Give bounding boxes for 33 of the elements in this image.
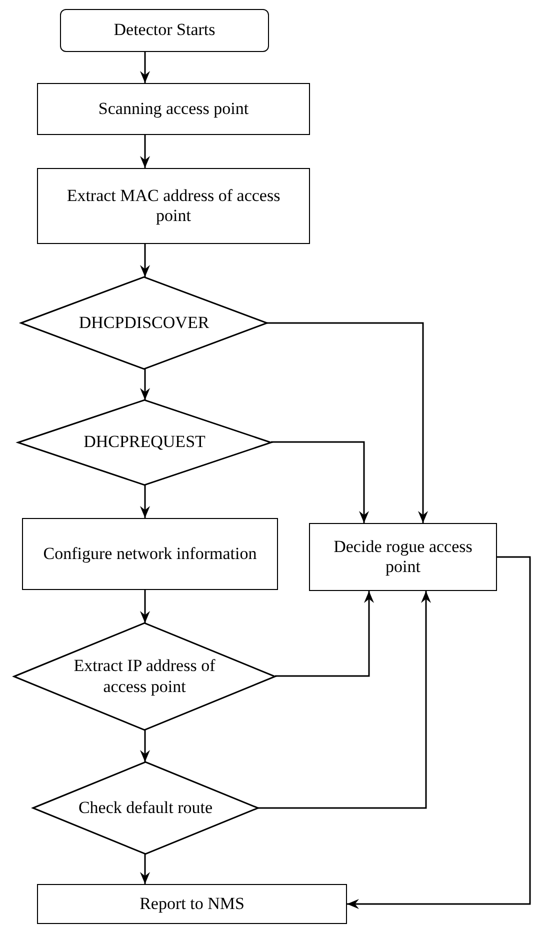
process-box [309, 523, 497, 591]
decision-diamond [33, 762, 258, 854]
arrow [140, 369, 150, 400]
node-label: Report to NMS [140, 894, 244, 914]
node-label: Configure network information [43, 544, 257, 564]
node-label: Scanning access point [98, 98, 249, 120]
node-label: Check default route [78, 798, 213, 818]
process-box [37, 83, 310, 135]
decision-diamond [18, 400, 271, 485]
arrow [140, 244, 150, 277]
decision-diamond [14, 623, 275, 730]
arrow [140, 52, 150, 83]
arrow [347, 556, 531, 909]
node-label: DHCPDISCOVER [78, 312, 210, 334]
node-label: Extract IP address of access point [72, 656, 216, 697]
node-label: Detector Starts [114, 20, 216, 41]
node-label: Decide rogue access point [332, 536, 474, 578]
arrow [140, 854, 150, 884]
start-terminal [60, 9, 269, 52]
arrow [140, 135, 150, 168]
arrow [275, 591, 374, 677]
process-box [37, 168, 310, 244]
node-label: DHCPREQUEST [84, 432, 206, 453]
node-label: Extract MAC address of access point [66, 186, 282, 226]
arrow [140, 590, 150, 623]
decision-diamond [21, 277, 267, 369]
arrow [140, 730, 150, 762]
process-box [37, 884, 347, 924]
arrow [258, 591, 431, 809]
process-box [22, 518, 278, 590]
arrow [271, 441, 369, 523]
arrow [140, 485, 150, 518]
arrow [267, 322, 428, 523]
